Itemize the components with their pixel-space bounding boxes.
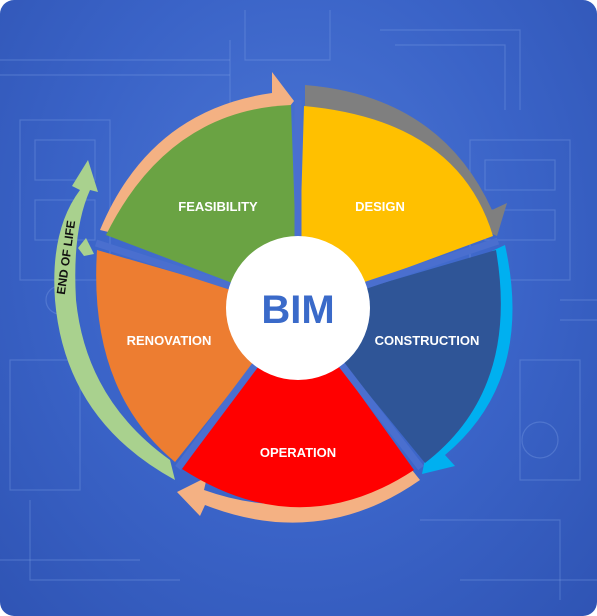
label-design: DESIGN xyxy=(355,199,405,214)
end-of-life-arrow-tip-lower xyxy=(78,238,94,256)
segment-operation xyxy=(182,308,414,508)
center-label: BIM xyxy=(261,288,334,332)
operation-arrow xyxy=(177,465,420,523)
label-construction: CONSTRUCTION xyxy=(375,333,480,348)
label-feasibility: FEASIBILITY xyxy=(178,199,258,214)
center-circle xyxy=(226,236,370,380)
end-of-life-arrow xyxy=(54,160,175,480)
label-operation: OPERATION xyxy=(260,445,336,460)
label-renovation: RENOVATION xyxy=(127,333,212,348)
